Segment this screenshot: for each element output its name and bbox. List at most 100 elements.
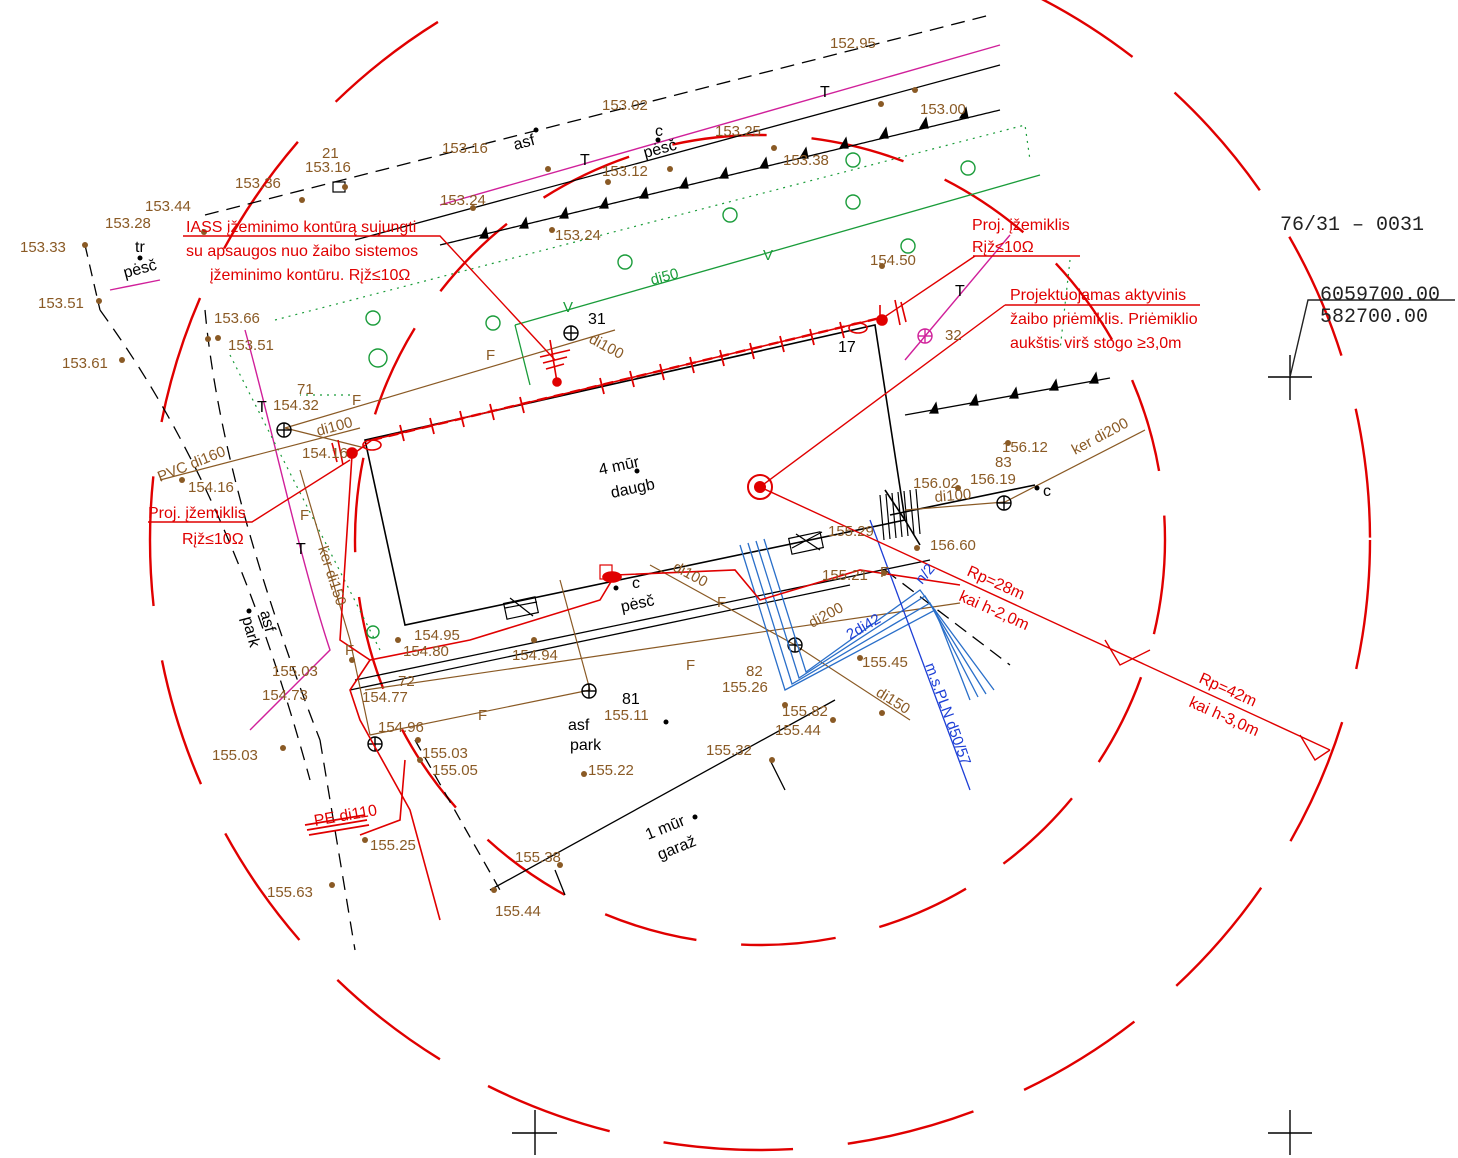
road-boundaries [84,14,1111,951]
power-cables [739,538,995,701]
label-di100-top: di100 [586,331,626,363]
marker-f: F [300,507,309,524]
marker-v: V [763,247,773,264]
water-line-di50 [514,174,1041,386]
surface-tr: tr [135,239,145,256]
elev: 155.22 [588,762,634,779]
survey-points [82,87,1011,893]
elev: 155.38 [515,849,561,866]
label-di150: di150 [873,684,913,718]
marker-t: T [257,399,267,416]
black-points [137,127,1040,820]
elev: 154.94 [512,647,558,664]
elev: 154.96 [378,719,424,736]
grounder-left-line1: Proj. įžemiklis [148,505,246,522]
receiver-note-line3: aukštis virš stogo ≥3,0m [1010,335,1182,352]
elev: 153.51 [228,337,274,354]
point-number: 32 [945,327,962,344]
elev: 153.00 [920,101,966,118]
elev: 154.50 [870,252,916,269]
marker-t: T [955,283,965,300]
marker-t: T [580,152,590,169]
stair-hatch [879,488,921,541]
pit-boxes [332,181,825,620]
building-main-line1: 4 mūr [597,454,641,479]
elev: 153.36 [235,175,281,192]
coord-north: 6059700.00 [1320,284,1440,307]
marker-t: T [296,541,306,558]
elev: 153.02 [602,97,648,114]
line-markers: F F F F F F F F T T T T T V V [257,84,965,724]
elev: 155.32 [706,742,752,759]
elev: 155.11 [604,707,649,724]
elev: 155.29 [828,523,874,540]
elev: 153.12 [602,163,648,180]
elev: 153.25 [715,123,761,140]
building-main-line2: daugb [609,476,656,502]
elev: 154.73 [262,687,308,704]
elev: 153.16 [442,140,488,157]
leader-lines [148,235,1331,761]
elev: 153.24 [555,227,601,244]
iass-note-line2: su apsaugos nuo žaibo sistemos [186,243,418,260]
point-number: 31 [588,311,606,328]
elev: 154.80 [403,643,449,660]
elev: 153.38 [783,152,829,169]
label-di100-mid: di100 [670,559,710,591]
elev: 153.44 [145,198,191,215]
marker-f: F [880,564,889,581]
coord-east: 582700.00 [1320,306,1428,329]
elev: 154.16 [302,445,348,462]
marker-t: T [820,84,830,101]
marker-f: F [486,347,495,364]
point-number: 81 [622,691,640,708]
elev: 155.44 [775,722,821,739]
label-di100-right: di100 [934,486,972,506]
surface-asf-top: asf [512,132,538,154]
elev: 155.82 [782,703,828,720]
marker-f: F [352,392,361,409]
surface-pesc-top: pėsč [642,137,679,162]
surface-asf-bottom: asf [568,717,590,734]
surface-asf-left: asf [256,609,278,635]
elev: 153.24 [440,192,486,209]
surface-pesc-left: pėsč [122,257,159,282]
grounder-symbols [331,299,907,583]
grounding-loop [339,305,961,921]
elev: 156.60 [930,537,976,554]
elev: 154.16 [188,479,234,496]
label-di200: di200 [806,599,846,631]
grounder-left-line2: Rįž≤10Ω [182,531,244,548]
iass-note-line1: IASS įžeminimo kontūrą sujungti [186,219,416,236]
iass-note-line3: įžeminimo kontūru. Rįž≤10Ω [210,267,410,284]
elev: 153.33 [20,239,66,256]
elev: 156.19 [970,471,1016,488]
trees [365,152,976,639]
point-number: 83 [995,454,1012,471]
elev: 21 [322,145,339,162]
label-ker200: ker di200 [1069,415,1131,459]
elev: 155.21 [822,567,868,584]
inner-protection-radius [353,133,1167,947]
elev: 152.95 [830,35,876,52]
sheet-number: 76/31 – 0031 [1280,214,1424,237]
label-2di42: 2di42 [844,610,884,643]
point-number-labels: 31 32 17 71 72 81 82 83 [297,311,1012,708]
elev: 155.25 [370,837,416,854]
outer-protection-radius [148,0,1372,1152]
surface-park-bottom: park [570,737,602,754]
label-pln: m.s.PLN d50/57 [921,661,974,768]
point-number: 17 [838,339,856,356]
label-di50: di50 [649,265,681,289]
marker-f: F [478,707,487,724]
elev: 155.03 [422,745,468,762]
grounding-ticks [304,321,845,836]
surface-c-right: c [1043,483,1051,500]
elev: 153.66 [214,310,260,327]
elev: 155.03 [212,747,258,764]
elev: 155.05 [432,762,478,779]
sewer-lines [159,329,1146,736]
surface-pesc-mid: pėsč [619,592,656,616]
grounder-top-line2: Rįž≤10Ω [972,239,1034,256]
